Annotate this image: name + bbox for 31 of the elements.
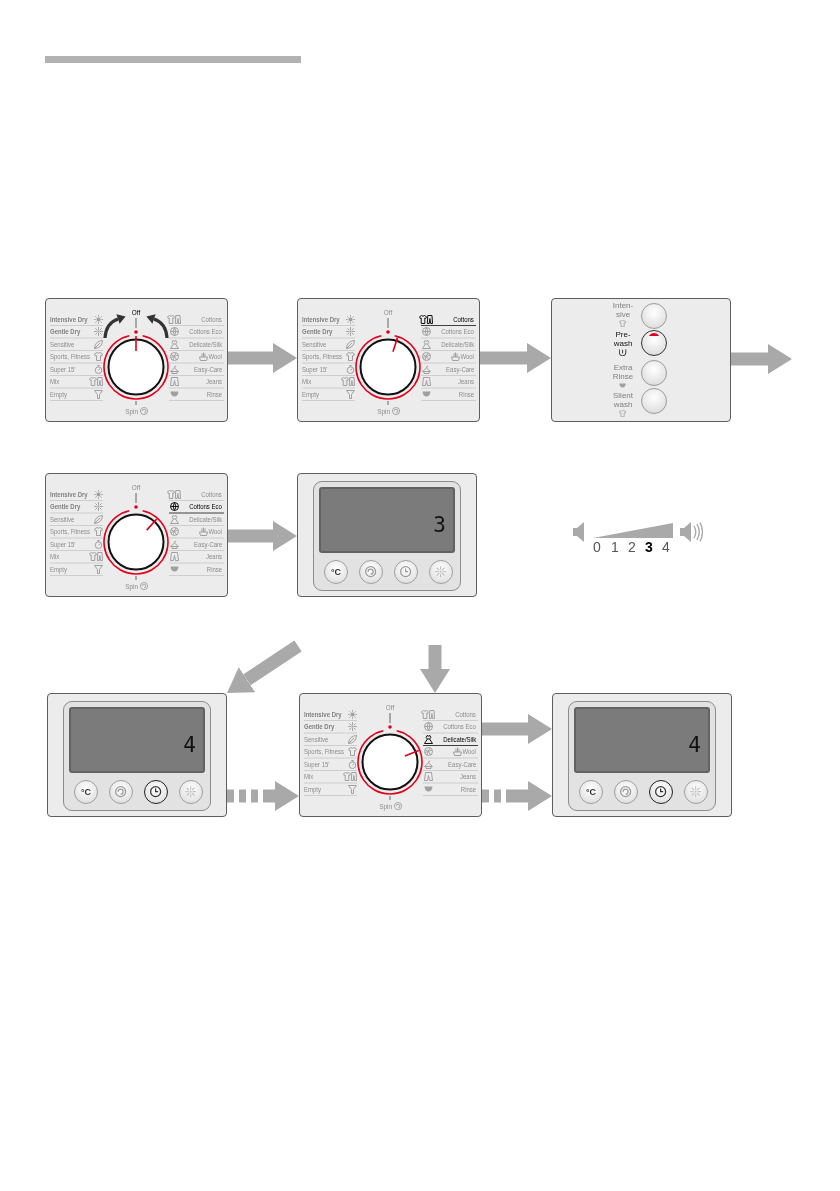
arrow xyxy=(731,344,792,374)
temperature-button: °C xyxy=(74,780,98,804)
dial-panel xyxy=(45,298,228,422)
display-digit: 4 xyxy=(183,735,196,756)
display-panel xyxy=(47,693,227,817)
display-digit: 3 xyxy=(433,515,446,536)
volume-level-label: 1 xyxy=(611,540,619,555)
display-panel xyxy=(297,473,477,597)
volume-level-label: 4 xyxy=(662,540,670,555)
option-label: Silent wash xyxy=(613,391,633,409)
temperature-button: °C xyxy=(324,560,348,584)
dashed-arrow xyxy=(227,781,299,811)
volume-level-label: 2 xyxy=(628,540,636,555)
arrow xyxy=(482,714,552,744)
arrow xyxy=(480,343,551,373)
button-panel xyxy=(551,298,731,422)
arrow xyxy=(228,343,297,373)
dial-panel xyxy=(45,473,228,597)
option-label: Pre-wash xyxy=(613,330,633,348)
option-label: Inten-sive xyxy=(612,301,634,319)
dial-panel xyxy=(297,298,480,422)
arrow xyxy=(228,521,297,551)
dashed-arrow xyxy=(482,781,552,811)
volume-level-label: 0 xyxy=(593,540,601,555)
dial-panel xyxy=(299,693,482,817)
display-digit: 4 xyxy=(688,735,701,756)
temperature-button: °C xyxy=(579,780,603,804)
display-panel xyxy=(552,693,732,817)
option-label: Extra Rinse xyxy=(612,363,634,381)
arrow xyxy=(420,645,450,693)
volume-level-label: 3 xyxy=(645,540,653,555)
